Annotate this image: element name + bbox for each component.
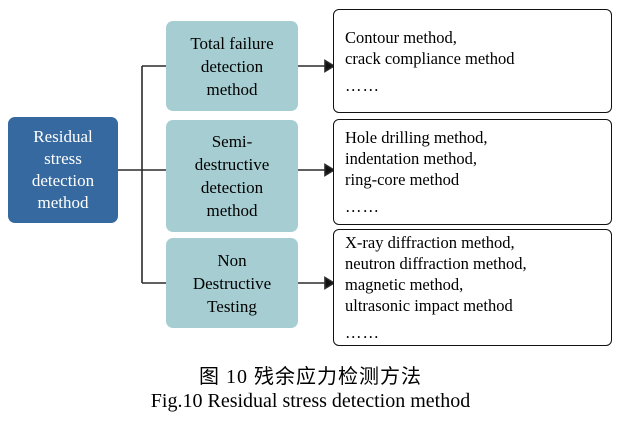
detail-3-line-4: ultrasonic impact method xyxy=(345,296,513,315)
root-line-1: Residual xyxy=(33,127,93,146)
root-line-4: method xyxy=(37,193,89,212)
detail-3-line-2: neutron diffraction method, xyxy=(345,254,527,273)
detail-node-1-label: Contour method, crack compliance method … xyxy=(345,27,611,96)
category-3-line-2: Destructive xyxy=(192,273,272,293)
category-3-line-1: Non xyxy=(217,250,247,270)
category-node-3-label: Non Destructive Testing xyxy=(193,249,271,318)
detail-2-ellipsis: …… xyxy=(345,197,380,216)
detail-node-3-label: X-ray diffraction method, neutron diffra… xyxy=(345,232,611,343)
category-1-line-1: Total failure xyxy=(190,33,274,53)
detail-2-line-2: indentation method, xyxy=(345,149,477,168)
detail-1-spacer xyxy=(345,69,611,75)
detail-3-spacer xyxy=(345,316,611,322)
figure-caption-chinese: 图 10 残余应力检测方法 xyxy=(199,366,422,388)
figure-caption-english: Fig.10 Residual stress detection method xyxy=(150,390,471,412)
category-2-line-4: method xyxy=(206,201,258,220)
category-2-line-2: destructive xyxy=(194,155,270,174)
detail-node-semi-destructive-methods[interactable]: Hole drilling method, indentation method… xyxy=(333,119,612,225)
detail-3-line-3: magnetic method, xyxy=(345,275,464,294)
category-node-non-destructive-testing[interactable]: Non Destructive Testing xyxy=(166,238,298,328)
category-2-line-1: Semi- xyxy=(211,132,253,151)
category-node-2-label: Semi- destructive detection method xyxy=(195,130,270,222)
category-3-line-3: Testing xyxy=(207,296,257,316)
root-node-residual-stress-detection-method[interactable]: Residual stress detection method xyxy=(8,117,118,223)
category-1-line-3: method xyxy=(206,79,258,99)
detail-1-line-1: Contour method, xyxy=(345,27,457,47)
detail-3-line-1: X-ray diffraction method, xyxy=(345,233,515,252)
detail-2-line-3: ring-core method xyxy=(345,170,460,189)
root-line-2: stress xyxy=(44,149,82,168)
detail-2-spacer xyxy=(345,190,611,196)
root-line-3: detection xyxy=(31,171,95,190)
root-node-label: Residual stress detection method xyxy=(32,126,94,214)
category-2-line-3: detection xyxy=(200,178,264,197)
detail-3-ellipsis: …… xyxy=(345,323,380,342)
detail-1-ellipsis: …… xyxy=(345,75,380,95)
category-node-1-label: Total failure detection method xyxy=(190,32,273,101)
category-node-total-failure-detection-method[interactable]: Total failure detection method xyxy=(166,21,298,111)
detail-node-total-failure-methods[interactable]: Contour method, crack compliance method … xyxy=(333,9,612,113)
detail-2-line-1: Hole drilling method, xyxy=(345,128,488,147)
category-1-line-2: detection xyxy=(200,56,264,76)
detail-node-non-destructive-methods[interactable]: X-ray diffraction method, neutron diffra… xyxy=(333,229,612,346)
category-node-semi-destructive-detection-method[interactable]: Semi- destructive detection method xyxy=(166,120,298,232)
detail-node-2-label: Hole drilling method, indentation method… xyxy=(345,127,611,217)
detail-1-line-2: crack compliance method xyxy=(345,48,515,68)
